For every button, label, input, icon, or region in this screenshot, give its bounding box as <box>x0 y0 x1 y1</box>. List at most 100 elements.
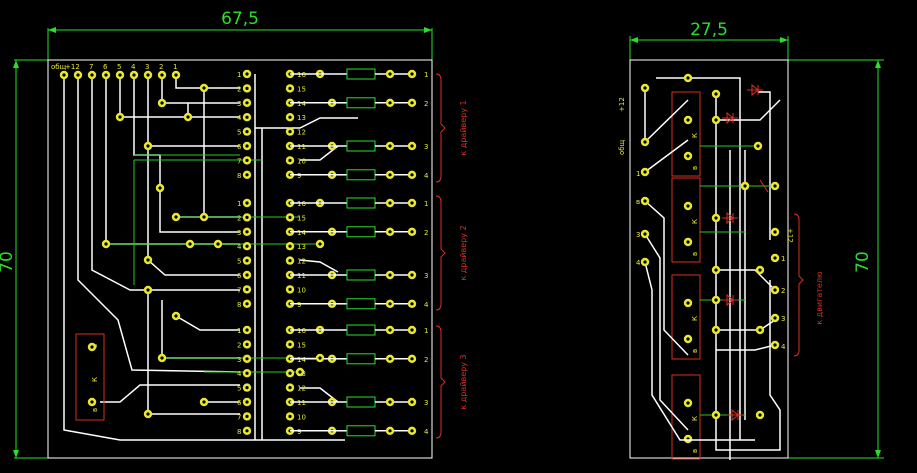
block1-left-label-7: 8 <box>237 301 241 309</box>
block0-out-label-3: 4 <box>424 172 429 180</box>
block1-left-pad-5 <box>242 270 252 280</box>
right-via-pad-14 <box>755 325 765 335</box>
block1-left-pad-4 <box>242 256 252 265</box>
left-height-label: 70 <box>0 251 17 273</box>
right-left-label-4: 3 <box>636 231 640 239</box>
block0-left-label-4: 5 <box>237 129 241 137</box>
header-pin-label-6: 3 <box>145 63 149 71</box>
block0-resistor-2 <box>346 140 376 152</box>
block0-right-label-0: 16 <box>297 71 306 79</box>
block0-right-label-7: 9 <box>297 172 301 180</box>
right-left-label-1: общ <box>618 139 626 155</box>
left-via-pad-19 <box>315 239 325 249</box>
right-left-pad-3 <box>640 196 650 206</box>
block0-res-out-pad-2 <box>385 141 395 151</box>
chip2-label-k: К <box>691 316 699 321</box>
block0-left-pad-6 <box>242 156 252 165</box>
block0-right-pad-1 <box>285 84 295 93</box>
header-pin-label-0: общ <box>51 63 67 71</box>
block2-res-out-pad-2 <box>385 397 395 407</box>
chip3-pad-top <box>683 398 693 408</box>
block2-out-label-1: 2 <box>424 356 428 364</box>
block0-res-out-pad-3 <box>385 170 395 179</box>
block1-right-label-5: 11 <box>297 272 306 280</box>
driver-chip-outline-1 <box>671 177 701 263</box>
block2-left-label-4: 5 <box>237 385 241 393</box>
block0-right-label-3: 13 <box>297 114 306 122</box>
right-right-label-0: +12 <box>786 228 794 243</box>
group-label-0: к драйверу 1 <box>459 100 468 155</box>
block2-out-pad-0 <box>407 325 417 335</box>
block0-out-label-2: 3 <box>424 143 428 151</box>
right-left-pad-0 <box>640 83 650 93</box>
block0-out-label-0: 1 <box>424 71 428 79</box>
block1-left-label-3: 4 <box>237 243 242 251</box>
block2-left-label-5: 6 <box>237 399 242 407</box>
header-pin-label-5: 4 <box>131 63 136 71</box>
chip1-label-b: в <box>691 252 699 256</box>
block2-resistor-3 <box>346 425 376 437</box>
right-group-brace <box>793 213 804 357</box>
left-via-pad-18 <box>87 397 97 407</box>
left-via-pad-5 <box>155 183 165 193</box>
block1-right-label-0: 16 <box>297 200 306 208</box>
block0-right-pad-3 <box>285 113 295 122</box>
block2-right-label-6: 10 <box>297 413 306 421</box>
block0-right-label-1: 15 <box>297 85 306 93</box>
right-left-pad-2 <box>640 167 650 177</box>
block0-left-pad-1 <box>242 84 252 93</box>
right-via-pad-3 <box>753 141 763 151</box>
left-via-pad-2 <box>199 83 209 93</box>
block2-out-pad-1 <box>407 354 417 363</box>
block2-left-pad-6 <box>242 412 252 421</box>
block2-left-label-0: 1 <box>237 327 241 335</box>
block1-resistor-0 <box>346 197 376 209</box>
block1-left-pad-3 <box>242 242 252 251</box>
block1-out-label-2: 3 <box>424 272 428 280</box>
block2-out-label-3: 4 <box>424 428 429 436</box>
block2-right-pad-3 <box>285 369 295 378</box>
right-via-pad-9 <box>755 265 765 275</box>
header-pin-pad-5 <box>129 70 139 80</box>
left-width-dimension: 67,5 <box>47 9 433 60</box>
right-trace-9 <box>758 91 771 240</box>
block1-out-label-1: 2 <box>424 229 428 237</box>
right-via-pad-0 <box>683 73 693 83</box>
right-left-label-5: 4 <box>636 259 641 267</box>
header-pin-pad-3 <box>101 70 111 80</box>
driver-chip-outline-2 <box>671 274 701 360</box>
block0-res-out-pad-1 <box>385 98 395 108</box>
diode-3 <box>727 408 743 422</box>
block0-left-label-6: 7 <box>237 157 241 165</box>
block2-resistor-2 <box>346 396 376 408</box>
left-via-pad-13 <box>171 311 181 321</box>
block2-left-pad-3 <box>242 369 252 378</box>
block1-right-pad-4 <box>285 256 295 265</box>
left-height-dimension: 70 <box>0 59 48 459</box>
left-via-pad-3 <box>157 98 167 108</box>
right-width-label: 27,5 <box>690 20 728 40</box>
block1-res-out-pad-3 <box>385 299 395 308</box>
block1-right-label-3: 13 <box>297 243 306 251</box>
right-via-pad-17 <box>711 410 721 420</box>
block2-out-pad-2 <box>407 397 417 407</box>
left-via-pad-11 <box>143 255 153 265</box>
right-via-pad-7 <box>770 227 780 237</box>
block1-resistor-2 <box>346 269 376 281</box>
diode-4 <box>747 83 763 97</box>
header-pin-pad-4 <box>115 70 125 80</box>
chip2-pad-top <box>683 298 693 308</box>
chip2-pad-bottom <box>683 334 693 344</box>
right-via-pad-13 <box>711 325 721 335</box>
block0-left-pad-2 <box>242 98 252 108</box>
block2-res-out-pad-0 <box>385 325 395 335</box>
block1-left-label-6: 7 <box>237 286 241 294</box>
left-via-pad-4 <box>143 141 153 151</box>
right-board-outline <box>629 59 789 459</box>
right-left-label-2: 1 <box>636 170 640 178</box>
block2-left-pad-1 <box>242 340 252 349</box>
right-trace-3 <box>644 233 689 431</box>
right-trace-13 <box>716 344 776 351</box>
left-via-pad-0 <box>115 112 125 122</box>
right-right-label-3: 3 <box>781 315 785 323</box>
